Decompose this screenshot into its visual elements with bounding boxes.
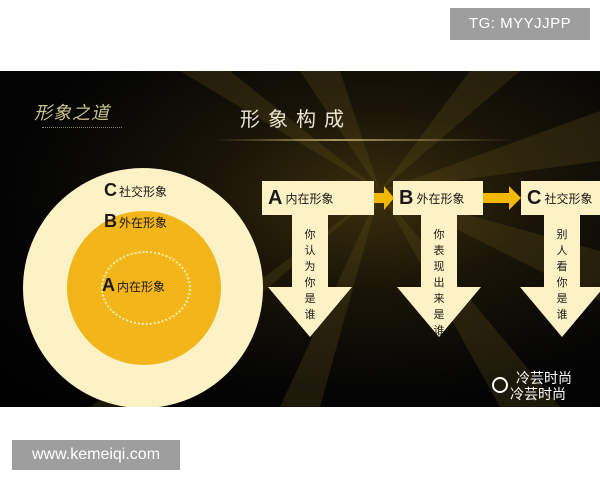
- arrow-down-icon: [520, 215, 600, 337]
- ring-text-external: 外在形象: [119, 216, 168, 230]
- title-divider: [214, 139, 514, 141]
- flow-description-external: 你表现出来是谁: [433, 228, 445, 337]
- flow-description-social: 别人看你是谁: [556, 228, 568, 321]
- flow-label-social: 社交形象: [544, 192, 593, 206]
- site-badge: www.kemeiqi.com: [12, 440, 180, 470]
- arrow-down-icon: [268, 215, 352, 337]
- ring-letter-b: B: [104, 211, 117, 231]
- arrow-down-icon: [397, 215, 481, 337]
- inner-circle-internal: [101, 251, 191, 325]
- flow-letter-c: C: [527, 187, 542, 209]
- arrow-right-icon: [483, 186, 521, 210]
- chat-icon: [492, 377, 508, 393]
- flow-description-internal: 你认为你是谁: [304, 228, 316, 321]
- flow-label-external: 外在形象: [416, 192, 465, 206]
- ring-text-social: 社交形象: [119, 185, 168, 199]
- tag-badge: TG: MYYJJPP: [450, 8, 590, 40]
- ring-text-internal: 内在形象: [117, 280, 166, 294]
- ring-letter-c: C: [104, 180, 117, 200]
- ring-letter-a: A: [102, 275, 115, 295]
- slide-title: 形象构成: [240, 107, 352, 131]
- logo-underline: [42, 127, 122, 134]
- watermark-line2: 冷芸时尚: [510, 387, 566, 403]
- flow-letter-a: A: [268, 187, 283, 209]
- watermark-line1: 冷芸时尚: [516, 371, 572, 387]
- watermark: 冷芸时尚 冷芸时尚: [492, 371, 592, 405]
- flow-label-internal: 内在形象: [285, 192, 334, 206]
- flow-letter-b: B: [399, 187, 414, 209]
- brand-logo: 形象之道: [34, 103, 110, 124]
- arrow-right-icon: [374, 186, 394, 210]
